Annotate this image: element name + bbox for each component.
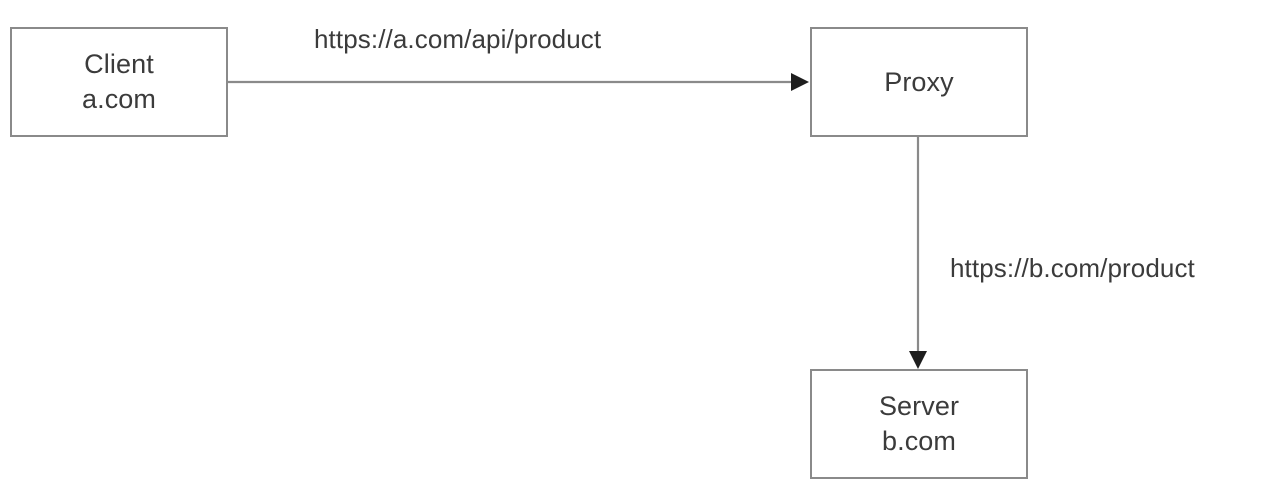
node-server[interactable]: Server b.com	[810, 369, 1028, 479]
node-proxy-label-primary: Proxy	[884, 66, 954, 97]
node-client-label-secondary: a.com	[81, 84, 157, 114]
edge-label-client-to-proxy: https://a.com/api/product	[314, 24, 602, 54]
node-client[interactable]: Client a.com	[10, 27, 228, 137]
edge-label-proxy-to-server: https://b.com/product	[950, 253, 1195, 283]
node-client-label-primary: Client	[84, 49, 154, 80]
node-server-label-primary: Server	[878, 391, 960, 422]
node-proxy[interactable]: Proxy	[810, 27, 1028, 137]
edge-proxy-to-server-arrowhead	[909, 351, 927, 369]
edge-client-to-proxy-arrowhead	[791, 73, 809, 91]
node-server-label-secondary: b.com	[881, 426, 957, 456]
